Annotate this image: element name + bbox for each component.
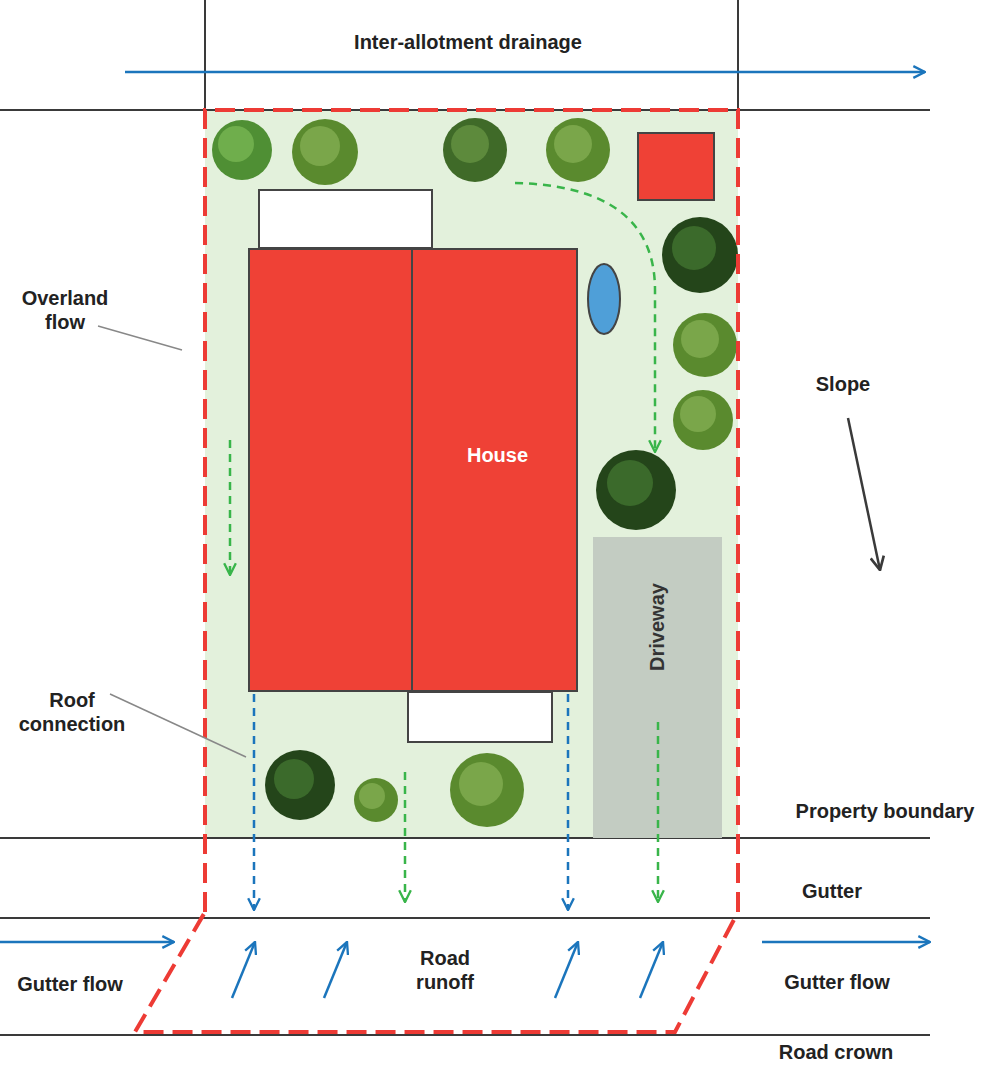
house-block: House [248, 248, 578, 692]
callout-label: Gutter [802, 879, 862, 903]
callout-label: Property boundary [796, 799, 975, 823]
gutter-flow-arrow [0, 941, 174, 944]
callout-label: Inter-allotment drainage [354, 30, 582, 54]
tree [212, 120, 272, 180]
gutter-flow-arrow [762, 941, 930, 944]
porch [408, 692, 552, 742]
gutter-line [0, 917, 930, 919]
callout-label: Gutter flow [17, 972, 123, 996]
leader-line [98, 326, 182, 350]
road-crown-line [0, 1034, 930, 1036]
drainage-arrow [125, 71, 925, 74]
tree [459, 762, 503, 806]
roof-connection-arrow [567, 694, 570, 910]
tree [218, 126, 254, 162]
rain-tank [588, 264, 620, 334]
porch [259, 190, 432, 248]
shed [638, 133, 714, 200]
tree [673, 313, 737, 377]
tree [546, 118, 610, 182]
tree [265, 750, 335, 820]
lot-line [204, 0, 206, 110]
lot-line [737, 0, 739, 110]
tree [554, 125, 592, 163]
callout-label: Road runoff [405, 946, 485, 994]
callout-label: Road crown [779, 1040, 893, 1064]
tree [450, 753, 524, 827]
tree [673, 390, 733, 450]
tree [596, 450, 676, 530]
property-line [0, 837, 930, 839]
road-runoff-arrow [640, 942, 663, 998]
overland-flow-arrow [404, 772, 407, 902]
slope-arrow [848, 418, 880, 570]
tree [359, 783, 385, 809]
tree [607, 460, 653, 506]
road-runoff-arrow [324, 942, 347, 998]
overland-flow-arrow [229, 440, 232, 575]
driveway-flow-arrow [657, 722, 660, 902]
tree [681, 320, 719, 358]
tree [443, 118, 507, 182]
catchment-boundary [135, 110, 738, 1032]
tree [292, 119, 358, 185]
tree [451, 125, 489, 163]
callout-label: Roof connection [10, 688, 135, 736]
callout-label: Slope [816, 372, 870, 396]
tree [662, 217, 738, 293]
roof-ridge [411, 250, 413, 690]
road-runoff-arrow [232, 942, 255, 998]
tree [300, 126, 340, 166]
tree [354, 778, 398, 822]
leader-line [110, 694, 246, 757]
tree [680, 396, 716, 432]
roof-connection-arrow [253, 694, 256, 910]
tree [672, 226, 716, 270]
road-runoff-arrow [555, 942, 578, 998]
node-text: House [415, 443, 580, 467]
tree [274, 759, 314, 799]
callout-label: Gutter flow [784, 970, 890, 994]
callout-label: Overland flow [10, 286, 120, 334]
node-text: Driveway [645, 583, 669, 671]
